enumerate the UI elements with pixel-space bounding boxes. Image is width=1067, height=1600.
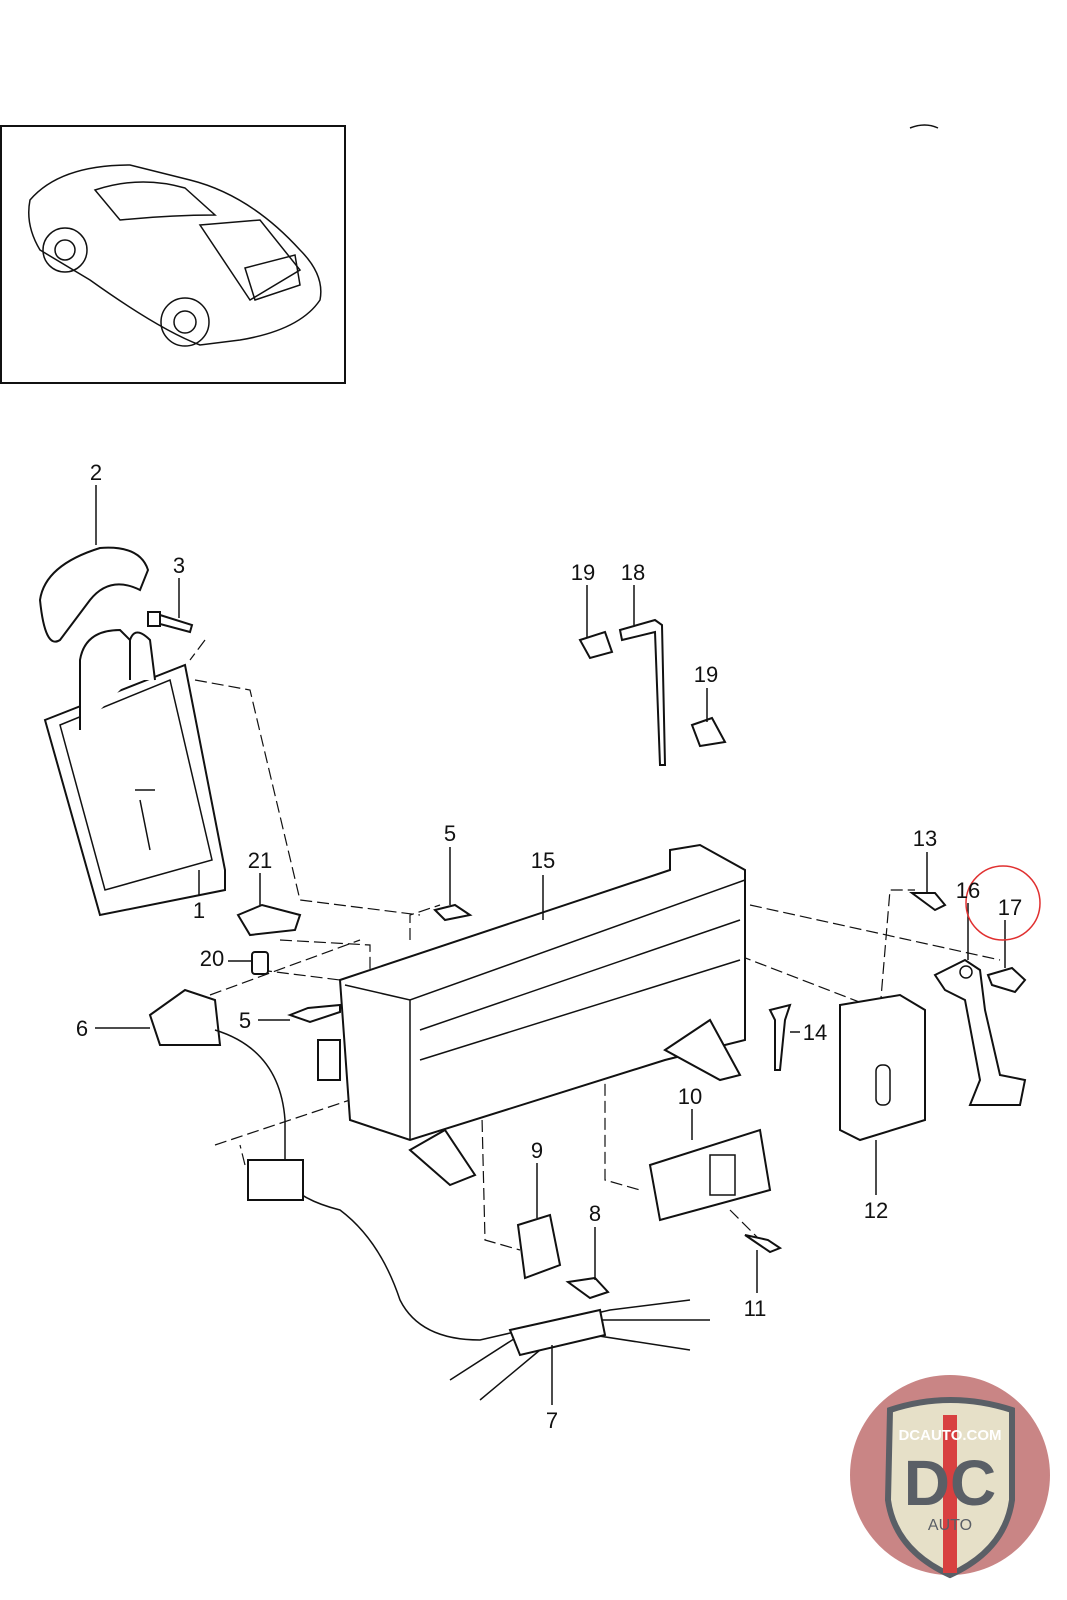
part-17-bolt <box>986 966 1027 994</box>
part-6-connector <box>148 988 222 1046</box>
leader-lines <box>95 485 1006 1405</box>
callout-labels: 2 3 19 18 19 5 15 13 16 17 21 1 20 6 5 1… <box>76 460 1022 1433</box>
callout-11: 11 <box>744 1296 767 1321</box>
callout-10: 10 <box>678 1084 702 1109</box>
part-7-harness <box>214 1029 710 1401</box>
callout-7: 7 <box>546 1408 558 1433</box>
callout-19: 19 <box>694 662 718 687</box>
callout-1: 1 <box>193 898 205 923</box>
highlight-circle <box>965 865 1041 941</box>
logo-top-text: DCAUTO.COM <box>898 1427 1001 1444</box>
part-1-battery-frame <box>43 628 226 917</box>
part-15-carrier <box>317 843 746 1187</box>
callout-6: 6 <box>76 1016 88 1041</box>
part-18-rod <box>618 618 667 766</box>
part-13-screw <box>908 892 947 912</box>
part-5-bolts <box>287 903 473 1024</box>
callout-17: 17 <box>998 895 1022 920</box>
vehicle-thumbnail <box>0 124 939 384</box>
callout-14: 14 <box>803 1020 827 1045</box>
part-16-bracket <box>933 958 1027 1106</box>
callout-3: 3 <box>173 553 185 578</box>
part-20-nut <box>251 951 269 975</box>
part-8-bolt <box>565 1276 610 1300</box>
logo-main-text: DC <box>904 1447 996 1519</box>
callout-19: 19 <box>571 560 595 585</box>
callout-16: 16 <box>956 878 980 903</box>
part-12-control-unit <box>839 993 926 1142</box>
callout-20: 20 <box>200 946 224 971</box>
dcauto-logo: DCAUTO.COM DC AUTO <box>850 1375 1050 1579</box>
part-14-bolt <box>768 1003 792 1071</box>
callout-8: 8 <box>589 1201 601 1226</box>
callout-18: 18 <box>621 560 645 585</box>
part-19-clip <box>578 630 727 748</box>
part-3-bolt <box>147 611 194 634</box>
logo-sub-text: AUTO <box>928 1517 972 1534</box>
callout-12: 12 <box>864 1198 888 1223</box>
callout-5: 5 <box>444 821 456 846</box>
part-2-cover <box>38 546 150 643</box>
part-21-bracket <box>236 903 302 937</box>
callout-15: 15 <box>531 848 555 873</box>
part-10-module <box>648 1128 772 1222</box>
callout-13: 13 <box>913 826 937 851</box>
part-9-bracket <box>516 1213 562 1280</box>
callout-5: 5 <box>239 1008 251 1033</box>
callout-9: 9 <box>531 1138 543 1163</box>
part-11-screw <box>744 1234 783 1254</box>
callout-21: 21 <box>248 848 272 873</box>
callout-2: 2 <box>90 460 102 485</box>
